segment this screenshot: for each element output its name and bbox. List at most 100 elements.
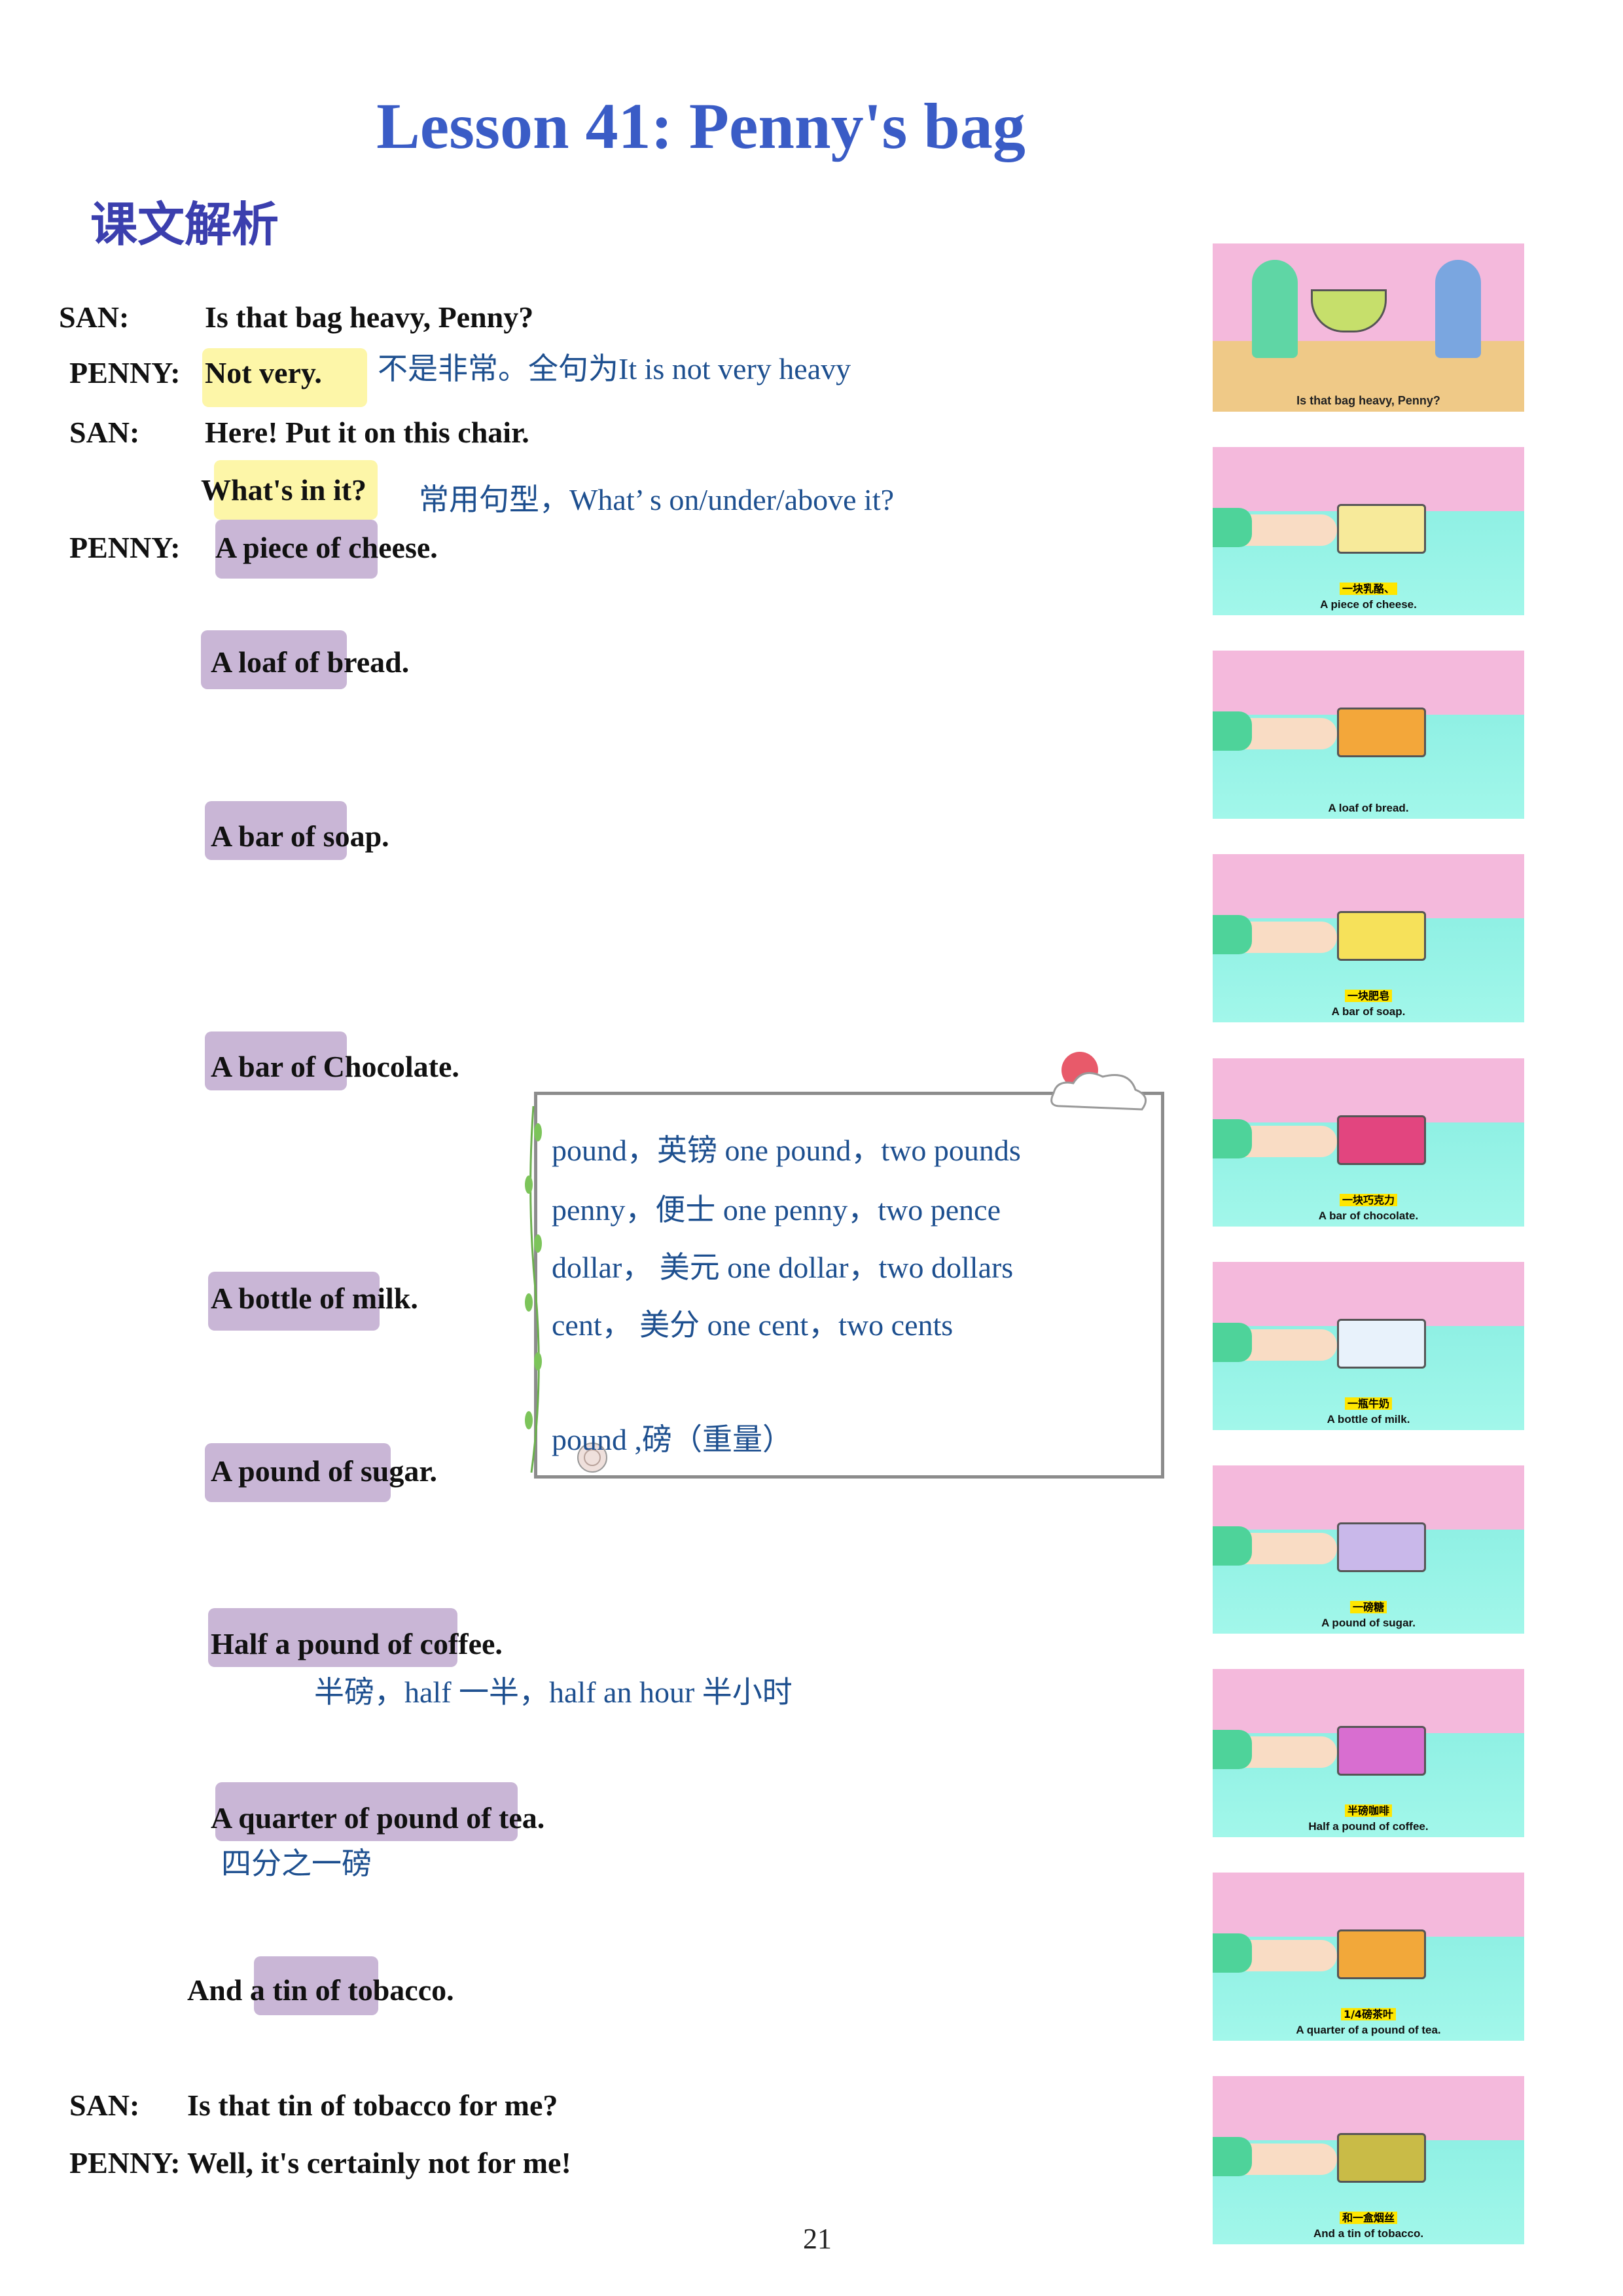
caption-english: Half a pound of coffee. xyxy=(1308,1820,1429,1833)
highlight-a-pound-of xyxy=(205,1443,391,1502)
illustration-frame: 一块巧克力 A bar of chocolate. xyxy=(1213,1058,1524,1227)
vocab-line: cent， 美分 one cent，two cents xyxy=(552,1308,954,1342)
item-illustration xyxy=(1337,1522,1426,1573)
illustration-frame: Is that bag heavy, Penny? xyxy=(1213,243,1524,412)
caption-chinese: 一磅糖 xyxy=(1213,1598,1524,1614)
caption-chinese: 一块巧克力 xyxy=(1213,1191,1524,1207)
illustration-frame: 和一盒烟丝 And a tin of tobacco. xyxy=(1213,2076,1524,2244)
vocab-line: penny，便士 one penny，two pence xyxy=(552,1193,1001,1227)
highlight-half-a-pound-of xyxy=(208,1608,457,1667)
speaker-penny: PENNY: xyxy=(69,531,181,564)
highlight-a-bottle-of xyxy=(208,1272,380,1331)
vocab-line: pound ,磅（重量） xyxy=(552,1423,793,1456)
dialogue-line: What's in it? xyxy=(201,473,367,507)
san-figure xyxy=(1435,260,1481,358)
dialogue-line: Well, it's certainly not for me! xyxy=(187,2146,571,2179)
sleeve-illustration xyxy=(1213,1526,1252,1566)
dialogue-line: And a tin of tobacco. xyxy=(187,1973,454,2007)
dialogue-line: Is that tin of tobacco for me? xyxy=(187,2089,558,2122)
caption-chinese-text: 一块乳酪、 xyxy=(1339,583,1397,595)
caption-chinese: 一块肥皂 xyxy=(1213,987,1524,1003)
sleeve-illustration xyxy=(1213,1322,1252,1362)
vocab-line: pound，英镑 one pound，two pounds xyxy=(552,1134,1021,1167)
speaker-san: SAN: xyxy=(69,416,140,449)
highlight-a-piece-of xyxy=(215,520,378,579)
caption-chinese-text: 1/4磅茶叶 xyxy=(1340,2008,1397,2020)
caption-english: A piece of cheese. xyxy=(1320,598,1417,611)
speaker-san: SAN: xyxy=(59,300,130,334)
sleeve-illustration xyxy=(1213,2136,1252,2176)
highlight-not-very xyxy=(202,348,367,407)
illustration-frame: A loaf of bread. xyxy=(1213,651,1524,819)
caption-chinese-text: 和一盒烟丝 xyxy=(1339,2212,1397,2224)
annotation-note: 四分之一磅 xyxy=(221,1847,372,1880)
dialogue-line: A bar of Chocolate. xyxy=(211,1050,459,1083)
item-illustration xyxy=(1337,911,1426,961)
wall-background xyxy=(1213,1262,1524,1326)
dialogue-line: A bar of soap. xyxy=(211,819,389,853)
item-illustration xyxy=(1337,2133,1426,2183)
item-illustration xyxy=(1337,1115,1426,1166)
caption-chinese-text: 半磅咖啡 xyxy=(1344,1804,1392,1817)
wall-background xyxy=(1213,1873,1524,1937)
highlight-whats-in-it xyxy=(214,460,378,520)
caption-english: A quarter of a pound of tea. xyxy=(1296,2024,1441,2036)
dialogue-line: A loaf of bread. xyxy=(211,645,410,679)
illustration-frame: 一磅糖 A pound of sugar. xyxy=(1213,1465,1524,1634)
sun-cloud-decoration-icon xyxy=(1050,1052,1147,1111)
wall-background xyxy=(1213,447,1524,511)
item-illustration xyxy=(1337,1929,1426,1980)
vine-decoration-icon xyxy=(525,1106,542,1473)
annotation-note: 不是非常。全句为It is not very heavy xyxy=(378,352,851,386)
page-title: Lesson 41: Penny's bag xyxy=(376,90,1026,162)
sleeve-illustration xyxy=(1213,1729,1252,1769)
sleeve-illustration xyxy=(1213,1933,1252,1973)
highlight-a-bar-of-2 xyxy=(205,1031,347,1090)
caption-chinese: 半磅咖啡 xyxy=(1213,1802,1524,1818)
caption-chinese-text: 一块巧克力 xyxy=(1339,1194,1397,1206)
wall-background xyxy=(1213,1465,1524,1530)
highlight-a-tin-of xyxy=(254,1956,378,2015)
caption-english: A bar of soap. xyxy=(1331,1005,1406,1018)
dialogue-line: A pound of sugar. xyxy=(211,1454,438,1488)
illustration-frame: 一块肥皂 A bar of soap. xyxy=(1213,854,1524,1022)
annotation-note: 半磅，half 一半，half an hour 半小时 xyxy=(314,1676,793,1709)
sleeve-illustration xyxy=(1213,507,1252,547)
wall-background xyxy=(1213,854,1524,918)
dialogue-line: Is that bag heavy, Penny? xyxy=(205,300,534,334)
highlight-a-bar-of xyxy=(205,801,347,860)
highlight-a-quarter-of-pound xyxy=(215,1782,518,1841)
penny-figure xyxy=(1252,260,1298,358)
caption-chinese-text: 一磅糖 xyxy=(1349,1601,1387,1613)
caption-chinese: 一块乳酪、 xyxy=(1213,580,1524,596)
item-illustration xyxy=(1337,504,1426,554)
illustration-frame: 1/4磅茶叶 A quarter of a pound of tea. xyxy=(1213,1873,1524,2041)
sleeve-illustration xyxy=(1213,1119,1252,1158)
illustration-frame: 一块乳酪、 A piece of cheese. xyxy=(1213,447,1524,615)
snail-decoration-icon xyxy=(577,1443,607,1473)
caption-english: And a tin of tobacco. xyxy=(1313,2227,1424,2240)
speaker-penny: PENNY: xyxy=(69,356,181,389)
wall-background xyxy=(1213,651,1524,715)
dialogue-line: Half a pound of coffee. xyxy=(211,1627,503,1660)
caption-english: A pound of sugar. xyxy=(1321,1617,1416,1629)
section-heading: 课文解析 xyxy=(90,197,279,252)
caption-chinese: 1/4磅茶叶 xyxy=(1213,2005,1524,2021)
wall-background xyxy=(1213,1058,1524,1122)
caption-english: A loaf of bread. xyxy=(1328,802,1409,814)
caption-english: A bottle of milk. xyxy=(1327,1413,1410,1426)
item-illustration xyxy=(1337,1726,1426,1776)
page-number: 21 xyxy=(803,2223,832,2255)
caption-chinese-text: 一块肥皂 xyxy=(1344,990,1392,1002)
dialogue-line: Not very. xyxy=(205,356,322,389)
dialogue-line: A piece of cheese. xyxy=(215,531,438,564)
dialogue-line: Here! Put it on this chair. xyxy=(205,416,529,449)
item-illustration xyxy=(1337,1319,1426,1369)
sleeve-illustration xyxy=(1213,711,1252,751)
speaker-penny: PENNY: xyxy=(69,2146,181,2179)
caption-chinese: 和一盒烟丝 xyxy=(1213,2209,1524,2225)
dialogue-line: A bottle of milk. xyxy=(211,1282,418,1315)
caption-english: A bar of chocolate. xyxy=(1318,1210,1419,1222)
illustration-frame: 半磅咖啡 Half a pound of coffee. xyxy=(1213,1669,1524,1837)
